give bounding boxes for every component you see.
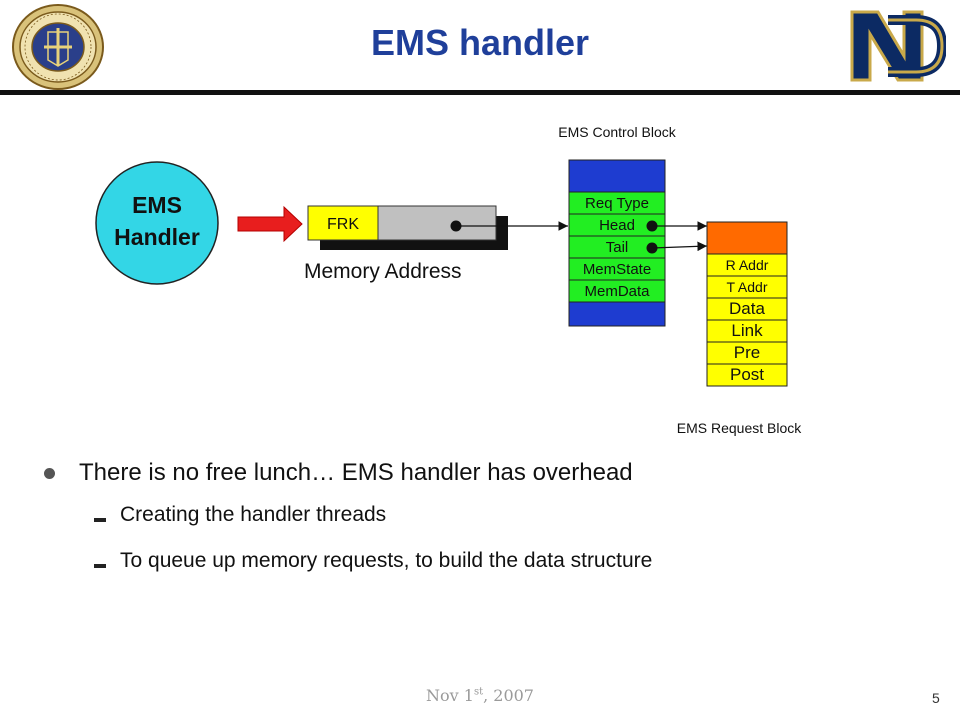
request-field-label: R Addr <box>726 257 769 273</box>
university-seal-icon <box>12 4 104 90</box>
footer-date-sup: st <box>473 686 484 698</box>
slide-title: EMS handler <box>370 22 590 63</box>
footer-date-year: , 2007 <box>483 686 534 705</box>
tail-pointer-arrow <box>651 241 708 252</box>
bullet-sub-text: To queue up memory requests, to build th… <box>120 549 653 572</box>
dash-icon <box>94 564 106 568</box>
bullet-dot-icon <box>44 467 55 479</box>
memory-address-label: Memory Address <box>304 260 462 283</box>
footer-date-main: Nov 1 <box>426 686 474 705</box>
ems-handler-circle <box>95 161 219 285</box>
bullet-list: There is no free lunch… EMS handler has … <box>44 455 924 577</box>
bullet-sub-item: To queue up memory requests, to build th… <box>94 545 924 577</box>
control-field-label: MemState <box>583 261 651 278</box>
frk-box <box>307 205 379 241</box>
request-field-label: Link <box>731 321 763 340</box>
control-field-box <box>568 279 666 303</box>
request-field-label: T Addr <box>727 279 768 295</box>
control-field-label: Head <box>599 217 635 234</box>
nd-monogram-icon <box>850 10 946 82</box>
handler-label-line2: Handler <box>114 224 200 250</box>
control-field-label: Req Type <box>585 195 649 212</box>
control-block-title: EMS Control Block <box>558 124 676 140</box>
request-field-label: Pre <box>734 343 760 362</box>
bullet-sub-item: Creating the handler threads <box>94 499 924 531</box>
request-field-label: Data <box>729 299 765 318</box>
red-arrow-icon <box>237 205 303 243</box>
bullet-main-text: There is no free lunch… EMS handler has … <box>79 459 633 486</box>
dash-icon <box>94 518 106 522</box>
request-block-header <box>706 221 788 255</box>
page-number: 5 <box>932 690 940 706</box>
bullet-sub-text: Creating the handler threads <box>120 503 387 526</box>
handler-label-line1: EMS <box>132 192 182 218</box>
ems-diagram: EMS Handler FRK Memory Address EMS Contr… <box>95 124 802 436</box>
request-field-box <box>706 363 788 387</box>
request-field-label: Post <box>730 365 764 384</box>
memory-address-box <box>377 205 497 241</box>
footer-date: Nov 1st, 2007 <box>0 686 960 705</box>
request-block-title: EMS Request Block <box>677 420 802 436</box>
title-divider <box>0 90 960 95</box>
control-field-label: MemData <box>584 283 650 300</box>
bullet-main: There is no free lunch… EMS handler has … <box>44 455 924 491</box>
frk-label: FRK <box>327 216 359 233</box>
control-field-label: Tail <box>606 239 629 256</box>
